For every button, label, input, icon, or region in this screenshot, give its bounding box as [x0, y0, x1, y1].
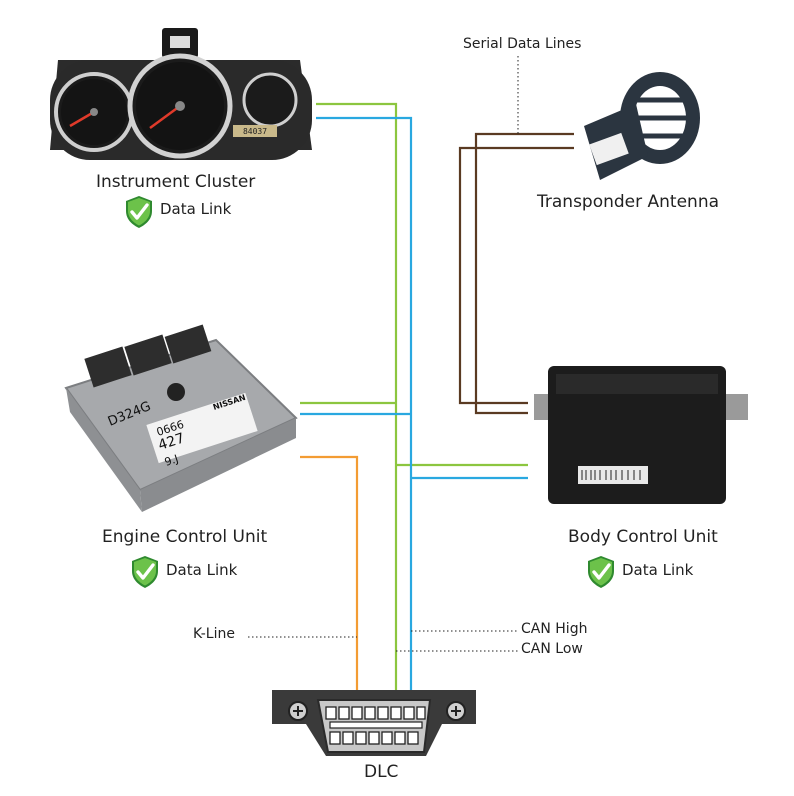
ecu-sticker-line-3: 9.J: [163, 452, 180, 469]
body-control-unit-status: Data Link: [622, 561, 693, 579]
engine-control-unit-image: D324G 0666 427 NISSAN 9.J: [64, 324, 298, 512]
instrument-cluster-status-text: Data Link: [160, 200, 232, 218]
k-line-label: K-Line: [193, 626, 235, 642]
shield-check-icon-cluster: [124, 194, 154, 230]
serial-wire-2: [458, 146, 574, 405]
label-leaders: [248, 56, 519, 652]
odometer-readout: 84037: [243, 127, 267, 136]
engine-control-unit-status: Data Link: [166, 561, 237, 579]
engine-control-unit-status-text: Data Link: [166, 561, 238, 579]
engine-control-unit-label: Engine Control Unit: [102, 527, 268, 547]
instrument-cluster-image: 84037: [50, 28, 312, 160]
ecu-sticker-line-2: 427: [156, 430, 186, 453]
dlc-divider: [329, 721, 423, 729]
serial-wire-1: [474, 132, 574, 415]
body-control-unit-label: Body Control Unit: [568, 527, 718, 547]
dlc-label: DLC: [364, 762, 399, 782]
instrument-cluster-label: Instrument Cluster: [96, 172, 256, 192]
transponder-antenna-image: [584, 72, 700, 180]
body-control-unit-status-text: Data Link: [622, 561, 694, 579]
can-high-label: CAN High: [521, 621, 588, 637]
obd-connector-icon: [272, 690, 476, 756]
wires: [300, 102, 574, 690]
screw-icon-right: [446, 701, 466, 721]
can-high-wire-cluster: [316, 102, 398, 690]
instrument-cluster-status: Data Link: [160, 200, 231, 218]
body-control-unit-image: [534, 366, 748, 504]
shield-check-icon-bcm: [586, 554, 616, 590]
k-line-wire: [300, 455, 359, 690]
serial-data-lines-label: Serial Data Lines: [463, 36, 582, 52]
shield-check-icon-ecu: [130, 554, 160, 590]
dlc-pins-top: [325, 706, 426, 720]
dlc-pins-bottom: [329, 731, 419, 745]
transponder-antenna-label: Transponder Antenna: [537, 192, 720, 212]
can-low-label: CAN Low: [521, 641, 583, 657]
screw-icon: [288, 701, 308, 721]
can-low-wire-cluster: [316, 116, 413, 690]
